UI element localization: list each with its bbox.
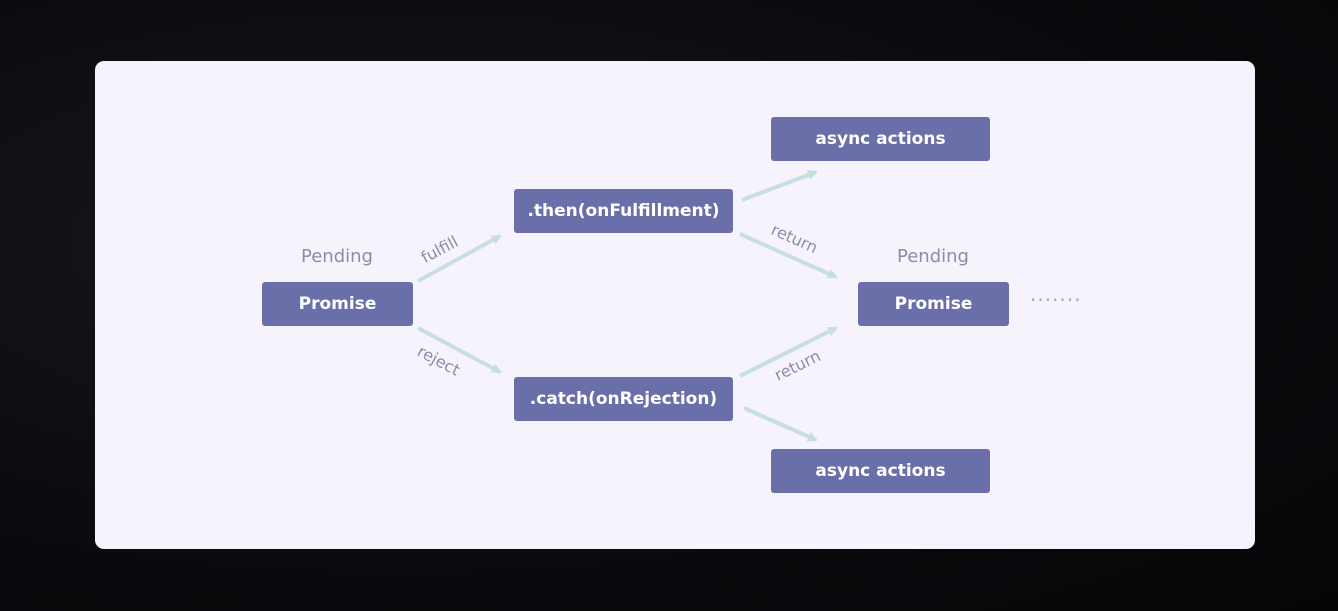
promise-node-left: Promise	[262, 282, 413, 326]
arrow-catch-return	[739, 326, 838, 378]
arrow-fulfill	[417, 234, 502, 283]
pending-label-right: Pending	[897, 246, 969, 267]
promise-node-right: Promise	[858, 282, 1009, 326]
then-node: .then(onFulfillment)	[514, 189, 733, 233]
arrow-reject	[417, 326, 502, 374]
continuation-dots: ·······	[1030, 288, 1082, 312]
arrow-catch-to-async	[743, 406, 818, 442]
arrow-then-to-async	[741, 170, 818, 202]
async-actions-node-top: async actions	[771, 117, 990, 161]
arrow-then-return	[739, 232, 838, 279]
async-actions-node-bottom: async actions	[771, 449, 990, 493]
pending-label-left: Pending	[301, 246, 373, 267]
catch-node: .catch(onRejection)	[514, 377, 733, 421]
